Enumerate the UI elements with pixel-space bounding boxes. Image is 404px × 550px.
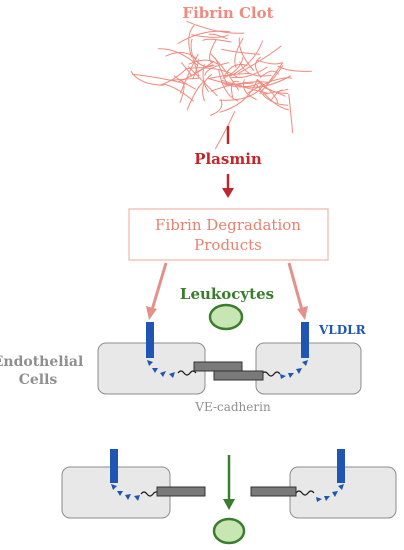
lower-left-binding-dots-icon [111,484,140,501]
fibrin-clot-title: Fibrin Clot [182,4,273,22]
fibrin-strand [277,65,312,72]
fibrin-strand [208,39,217,64]
fibrin-strand [242,79,257,101]
fibrin-strand [222,57,244,79]
fibrin-strand [223,63,248,77]
fdp-box [128,208,329,261]
endothelial-label-line1: Endothelial [0,354,83,370]
fdp-left-arrow-icon [146,262,168,320]
fibrin-strand [255,56,262,78]
fibrin-strand [260,70,279,78]
fibrin-strand [256,59,283,65]
fibrin-strand [162,83,194,102]
vldlr-label: VLDLR [318,323,367,337]
fibrin-strand [238,37,255,71]
plasmin-arrow-head-icon [222,188,234,198]
endothelial-label-line2: Cells [19,372,58,388]
lower-right-binding-dots-icon [316,484,344,502]
fibrin-strand [204,62,230,76]
fibrin-strand [215,111,236,150]
fibrin-strand [263,87,286,97]
fibrin-strand [219,79,258,113]
upper-left-binding-dots-icon [147,360,175,378]
fibrin-clot-icon [130,20,312,150]
fibrin-strand [180,53,199,94]
fibrin-strand [234,37,244,69]
fibrin-strand [193,56,215,68]
upper-right-ve-cadherin-bar [213,370,264,381]
fibrin-strand [221,81,263,88]
fibrin-strand [231,66,268,79]
lower-right-ve-cadherin-bar [250,486,297,497]
fibrin-strand [209,99,223,116]
lower-left-cadherin-tail [140,491,160,497]
fibrin-strand [159,68,187,86]
fibrin-strand [221,48,261,55]
fibrin-strand [219,86,263,101]
fibrin-strand [202,64,209,92]
leukocyte-bottom-icon [212,517,246,545]
fibrin-strand [238,45,282,74]
fibrin-strand [186,81,206,111]
fibrin-strand [177,60,215,83]
fibrin-strand [259,62,284,94]
fibrin-strand [248,77,292,93]
fdp-label-line1: Fibrin Degradation [155,216,301,234]
upper-right-vldlr-receptor-icon [301,322,309,358]
leukocytes-label: Leukocytes [180,285,274,303]
fibrin-strand [209,52,239,91]
fibrin-strand [169,77,201,81]
fibrin-strand [177,30,231,44]
fibrin-strand [192,58,199,80]
upper-right-binding-dots-icon [280,360,308,379]
lower-right-cadherin-tail [295,490,315,496]
fibrin-strand [258,89,289,106]
lower-right-vldlr-receptor-icon [337,449,345,483]
plasmin-label: Plasmin [194,150,262,168]
lower-left-ve-cadherin-bar [156,486,206,497]
upper-right-cadherin-tail [261,371,281,377]
fibrin-strand [132,73,188,85]
leukocyte-top-icon [208,303,244,331]
fibrin-strand [210,81,270,92]
fibrin-strand [202,73,213,102]
upper-left-ve-cadherin-bar [193,361,243,372]
fibrin-strand [229,40,263,77]
ve-cadherin-label: VE-cadherin [194,400,271,414]
upper-left-cadherin-tail [177,370,197,376]
fibrin-strand [214,57,228,86]
fibrin-strand [165,52,197,60]
lower-left-vldlr-receptor-icon [110,449,118,483]
fdp-label-line2: Products [194,236,262,254]
fibrin-strand [188,59,218,65]
fibrin-strand [288,93,294,134]
transmigration-arrow-head-icon [223,499,235,510]
fibrin-strand [202,38,232,43]
upper-left-vldlr-receptor-icon [146,322,154,358]
fdp-right-arrow-icon [287,262,308,320]
fibrin-strand [208,33,228,40]
